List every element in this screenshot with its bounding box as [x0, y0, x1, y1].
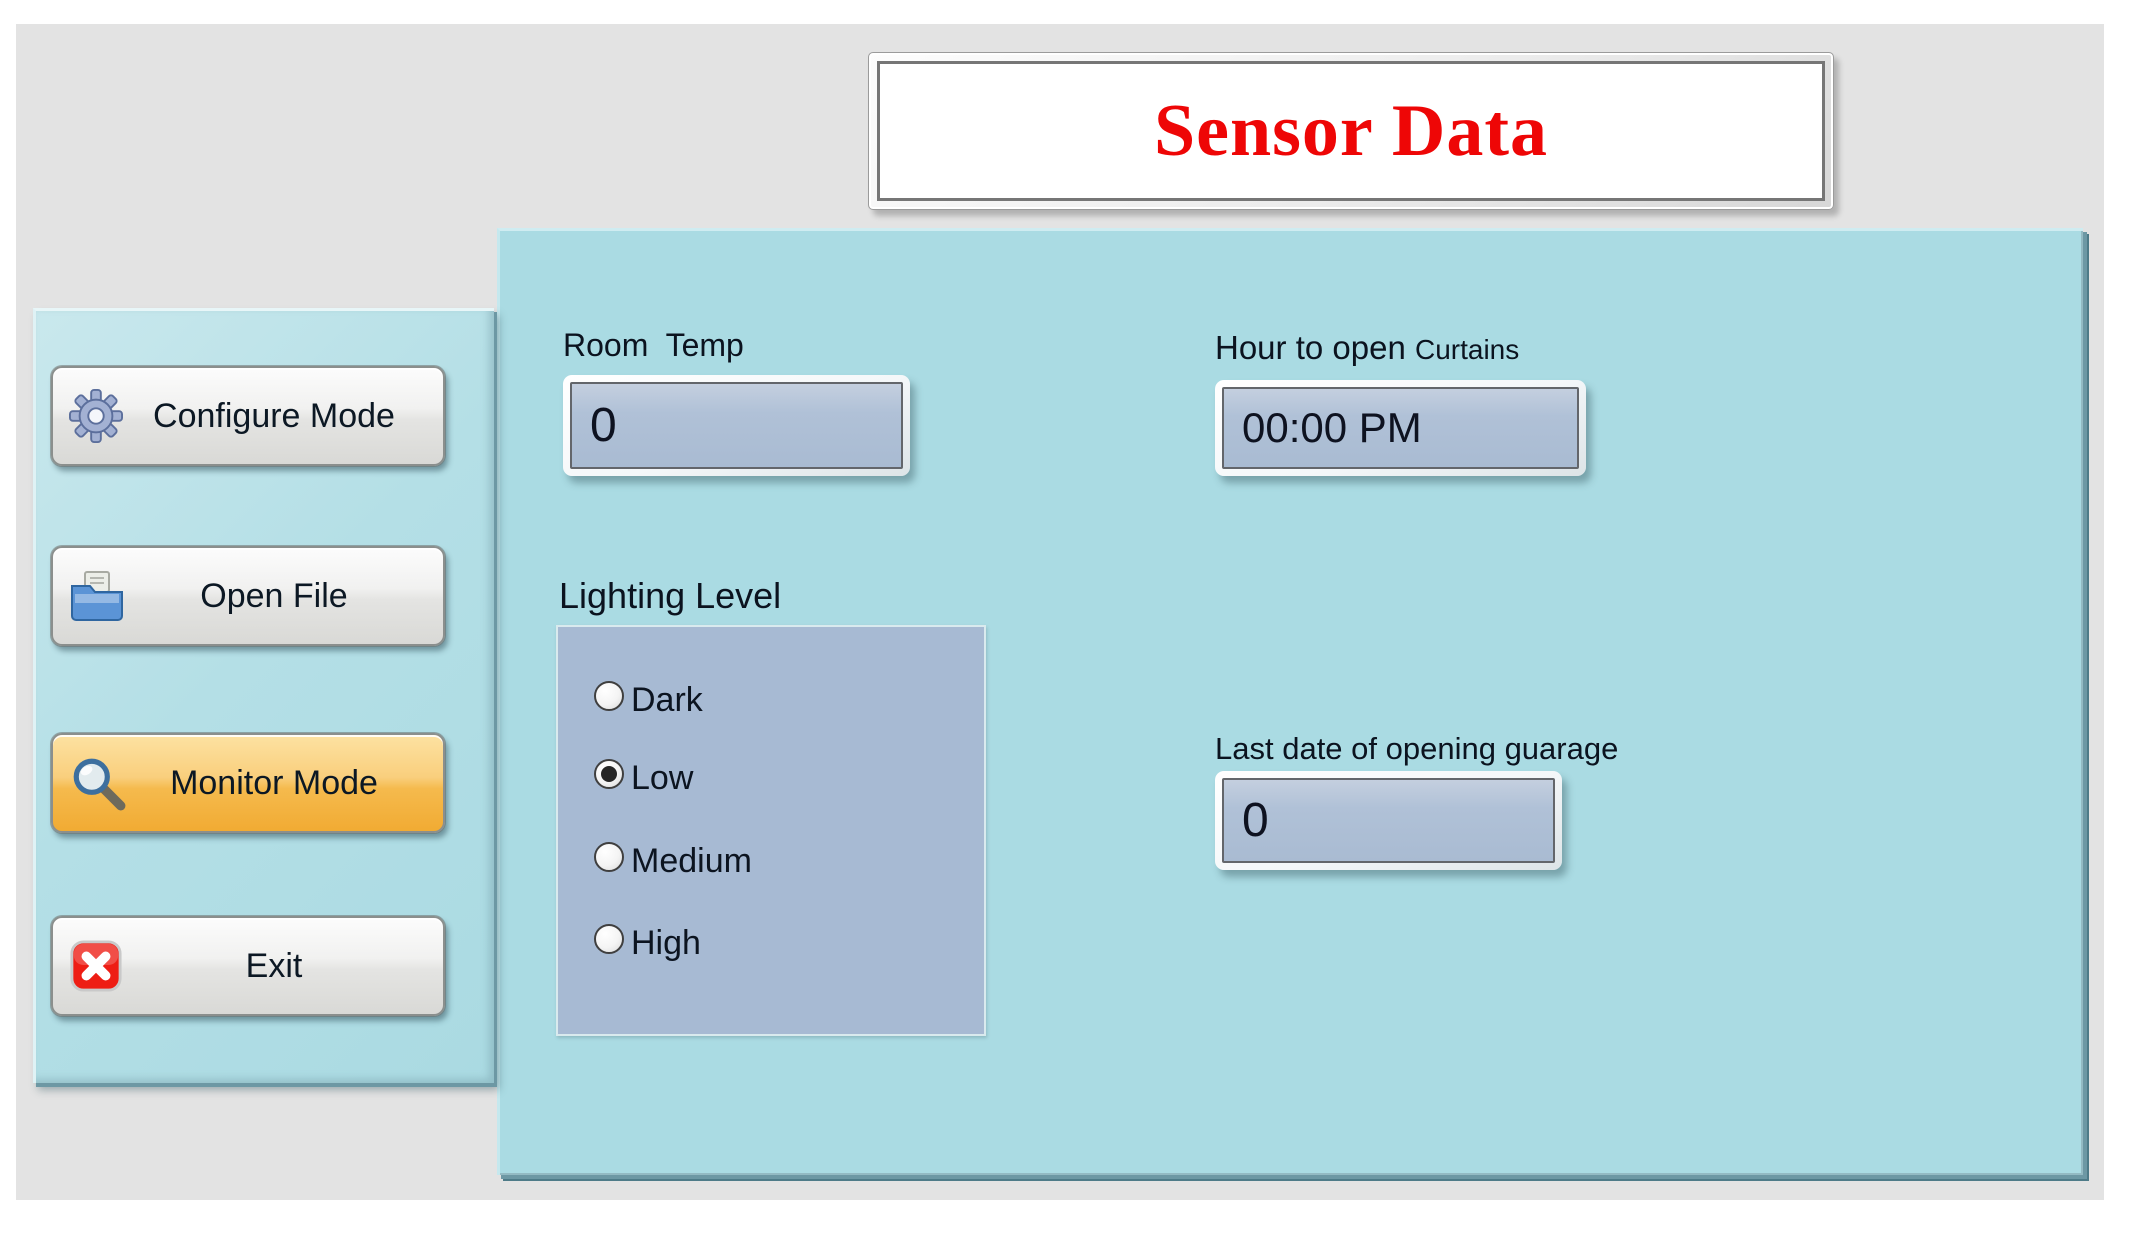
open-file-label: Open File — [200, 576, 348, 615]
sidebar-panel: Configure Mode Open File — [33, 308, 494, 1083]
last-date-field[interactable]: 0 — [1215, 771, 1562, 870]
radio-label: High — [631, 923, 701, 962]
radio-circle-icon[interactable] — [594, 924, 624, 954]
title-box-inner: Sensor Data — [877, 61, 1825, 201]
monitor-mode-button[interactable]: Monitor Mode — [51, 733, 445, 833]
configure-mode-label: Configure Mode — [153, 396, 395, 435]
radio-option-dark[interactable]: Dark — [594, 677, 703, 723]
radio-circle-icon[interactable] — [594, 759, 624, 789]
exit-button[interactable]: Exit — [51, 916, 445, 1016]
lighting-level-group: Dark Low Medium High — [556, 625, 986, 1036]
hour-to-open-label: Hour to open Curtains — [1215, 329, 1519, 367]
radio-option-low[interactable]: Low — [594, 755, 693, 801]
open-file-icon — [69, 570, 125, 622]
monitor-mode-label: Monitor Mode — [170, 763, 378, 802]
hour-to-open-value: 00:00 PM — [1222, 387, 1579, 469]
radio-label: Dark — [631, 680, 703, 719]
radio-option-high[interactable]: High — [594, 920, 701, 966]
radio-label: Medium — [631, 841, 752, 880]
room-temp-value: 0 — [570, 382, 903, 469]
last-date-label: Last date of opening guarage — [1215, 731, 1619, 766]
magnifier-icon — [69, 754, 127, 812]
radio-label: Low — [631, 758, 694, 797]
radio-circle-icon[interactable] — [594, 681, 624, 711]
hour-to-open-field[interactable]: 00:00 PM — [1215, 380, 1586, 476]
lighting-level-label: Lighting Level — [559, 575, 782, 616]
gear-icon — [69, 389, 123, 443]
open-file-button[interactable]: Open File — [51, 546, 445, 646]
radio-option-medium[interactable]: Medium — [594, 838, 752, 884]
radio-circle-icon[interactable] — [594, 842, 624, 872]
room-temp-field[interactable]: 0 — [563, 375, 910, 476]
title-box: Sensor Data — [868, 52, 1834, 210]
last-date-value: 0 — [1222, 778, 1555, 863]
page-title: Sensor Data — [1153, 89, 1549, 172]
exit-label: Exit — [245, 946, 303, 985]
sensor-data-panel: Room Temp 0 Hour to open Curtains 00:00 … — [497, 228, 2083, 1175]
configure-mode-button[interactable]: Configure Mode — [51, 366, 445, 466]
hour-to-open-label-suffix: Curtains — [1414, 334, 1520, 365]
hour-to-open-label-main: Hour to open — [1215, 329, 1415, 366]
room-temp-label: Room Temp — [563, 327, 744, 363]
exit-icon — [69, 939, 123, 993]
